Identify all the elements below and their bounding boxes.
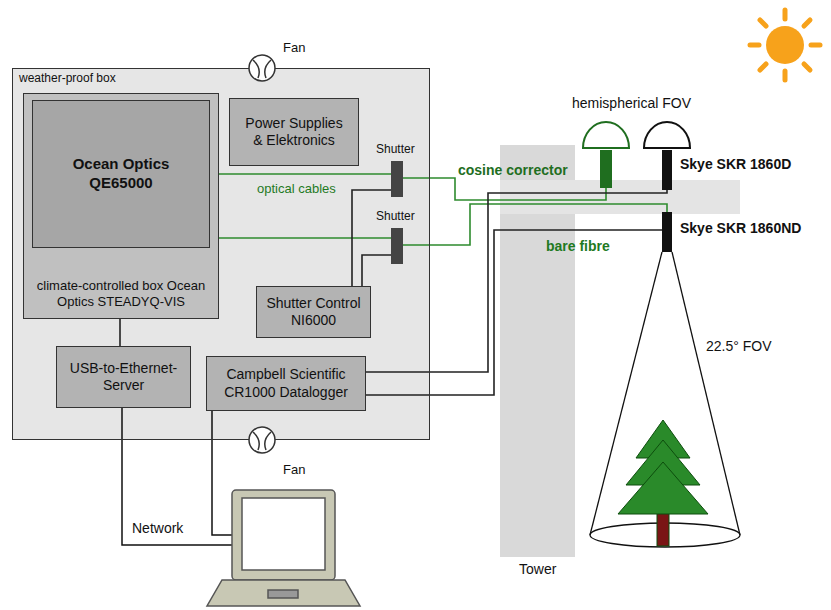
- label: 22.5° FOV: [706, 338, 772, 354]
- power-box: Power Supplies & Elektronics: [229, 98, 359, 166]
- climate-box: climate-controlled box Ocean Optics STEA…: [23, 93, 219, 319]
- label: Tower: [519, 561, 556, 577]
- cosine-corrector: cosine corrector: [600, 150, 612, 188]
- connector: [352, 190, 391, 286]
- sensor: Skye SKR 1860D: [662, 150, 672, 190]
- node-text: Shutter Control NI6000: [263, 295, 364, 330]
- connector: [362, 255, 391, 286]
- tower-arm: [500, 180, 740, 214]
- node-heading: Skye SKR 1860D: [680, 156, 791, 174]
- shutter: Shutter: [391, 228, 403, 264]
- node-heading: cosine corrector: [458, 162, 568, 180]
- node-heading: Skye SKR 1860ND: [680, 220, 801, 238]
- datalogger-box: Campbell Scientific CR1000 Datalogger: [206, 356, 366, 411]
- node-text: weather-proof box: [19, 71, 116, 86]
- network-wires: [122, 407, 232, 545]
- sun: [750, 10, 820, 80]
- connector: [366, 190, 667, 372]
- node-text: Ocean Optics QE65000: [39, 155, 203, 193]
- fov-cone: [590, 252, 740, 547]
- sensor: Skye SKR 1860ND: [662, 212, 672, 252]
- node-text: climate-controlled box Ocean Optics STEA…: [30, 278, 212, 311]
- shutter: Shutter: [391, 161, 403, 197]
- laptop: [207, 490, 360, 606]
- fan-symbol: [249, 55, 275, 453]
- connector: [403, 178, 606, 200]
- shutter-control-box: Shutter Control NI6000: [256, 286, 371, 338]
- label: bare fibre: [546, 238, 610, 254]
- node-text: Power Supplies & Elektronics: [240, 115, 348, 150]
- spectrometer-box: Ocean Optics QE65000: [32, 100, 210, 248]
- label: Fan: [283, 40, 305, 55]
- weather-proof-box: weather-proof box climate-controlled box …: [12, 68, 430, 440]
- label: optical cables: [255, 181, 338, 196]
- connector: [210, 174, 391, 175]
- bare-fibre-cable: [402, 204, 667, 245]
- node-text: USB-to-Ethernet-Server: [63, 360, 184, 395]
- label: Network: [132, 520, 183, 536]
- label: hemispherical FOV: [572, 95, 691, 111]
- connector: [120, 319, 121, 346]
- connector: [210, 238, 391, 239]
- node-heading: Shutter: [376, 209, 415, 224]
- server-box: USB-to-Ethernet-Server: [56, 346, 191, 408]
- domes: [583, 122, 690, 148]
- tree: [618, 420, 708, 546]
- connector: [366, 230, 662, 395]
- node-text: Campbell Scientific CR1000 Datalogger: [213, 366, 359, 401]
- label: Fan: [283, 462, 305, 477]
- box-fill: [12, 68, 430, 440]
- node-heading: Shutter: [376, 142, 415, 157]
